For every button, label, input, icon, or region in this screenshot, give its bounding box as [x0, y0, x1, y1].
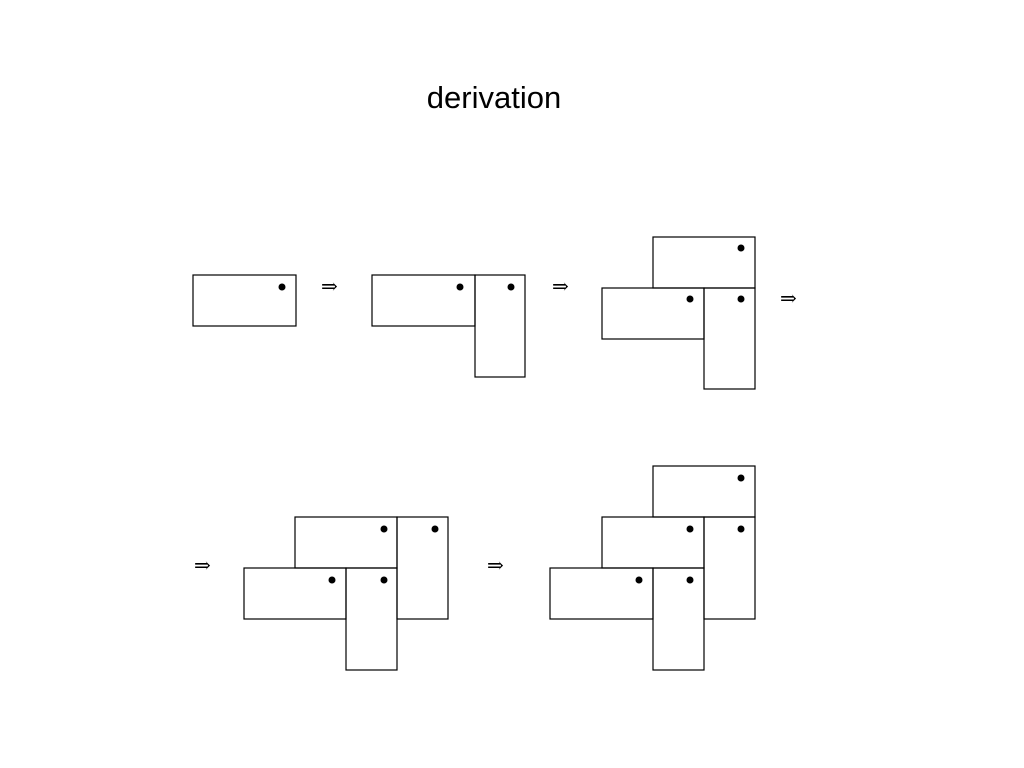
block	[601, 516, 705, 569]
step-5	[549, 465, 756, 671]
derives-arrow: ⇒	[780, 286, 797, 310]
block	[652, 465, 756, 518]
block	[294, 516, 398, 569]
step-3	[601, 236, 756, 390]
marker-dot	[635, 576, 643, 584]
marker-dot	[686, 295, 694, 303]
block	[474, 274, 526, 378]
block	[703, 287, 756, 390]
block	[652, 567, 705, 671]
block	[601, 287, 705, 340]
derives-arrow: ⇒	[487, 553, 504, 577]
marker-dot	[278, 283, 286, 291]
step-2	[371, 274, 526, 378]
derives-arrow: ⇒	[552, 274, 569, 298]
marker-dot	[431, 525, 439, 533]
block	[549, 567, 654, 620]
block	[703, 516, 756, 620]
marker-dot	[686, 525, 694, 533]
block	[243, 567, 347, 620]
block	[192, 274, 297, 327]
marker-dot	[380, 576, 388, 584]
derives-arrow: ⇒	[321, 274, 338, 298]
marker-dot	[328, 576, 336, 584]
marker-dot	[380, 525, 388, 533]
marker-dot	[737, 244, 745, 252]
block	[345, 567, 398, 671]
marker-dot	[456, 283, 464, 291]
block	[396, 516, 449, 620]
marker-dot	[737, 525, 745, 533]
marker-dot	[737, 295, 745, 303]
block	[652, 236, 756, 289]
step-4	[243, 516, 449, 671]
derives-arrow: ⇒	[194, 553, 211, 577]
marker-dot	[737, 474, 745, 482]
diagram-title: derivation	[426, 80, 562, 115]
marker-dot	[507, 283, 515, 291]
step-1	[192, 274, 297, 327]
marker-dot	[686, 576, 694, 584]
block	[371, 274, 476, 327]
